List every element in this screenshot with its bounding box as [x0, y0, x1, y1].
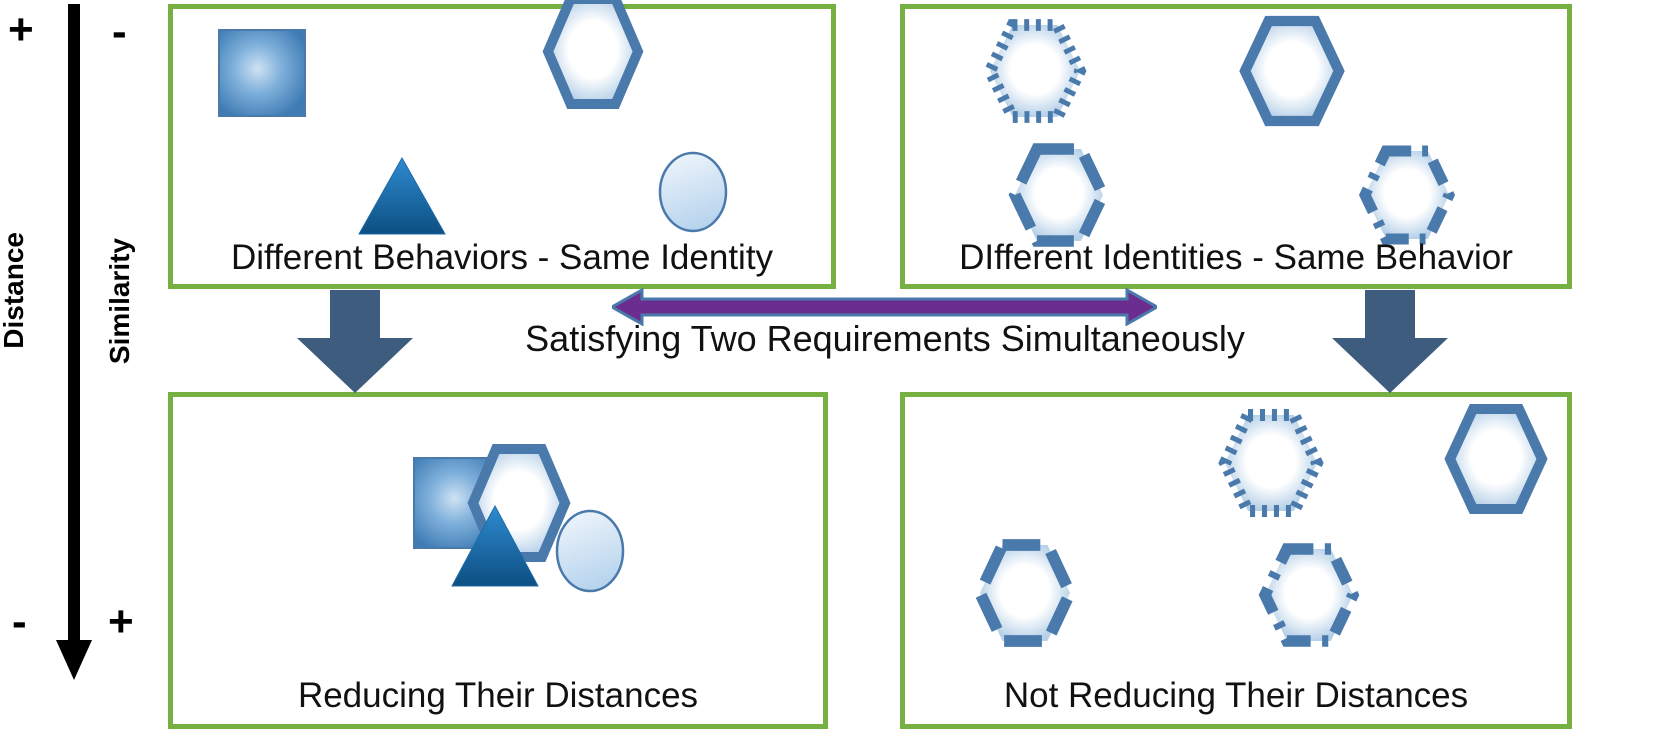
panel-different-identities-same-behavior: DIfferent Identities - Same Behavior [900, 4, 1572, 289]
down-block-arrow-icon-right [1330, 290, 1450, 395]
triangle-shape [358, 156, 446, 235]
hexagon-dashed-shape [973, 539, 1077, 647]
shape-stage-top-left [173, 0, 831, 284]
ellipse-shape [658, 151, 728, 233]
down-arrow-icon [56, 640, 92, 680]
axis-arrow-shaft [68, 4, 80, 649]
axis-area: + - - + Distance Similarity [0, 0, 165, 733]
triangle-shape [451, 504, 539, 587]
similarity-plus-sign: + [108, 597, 134, 646]
hexagon-solid-shape [1444, 403, 1548, 515]
panel-not-reducing-their-distances: Not Reducing Their Distances [900, 392, 1572, 729]
similarity-axis-label: Similarity [104, 238, 135, 365]
square-shape [218, 29, 306, 117]
hexagon-mixed-shape [1258, 543, 1360, 647]
hexagon-mixed-shape [1358, 145, 1456, 245]
panel-caption-top-right: DIfferent Identities - Same Behavior [959, 238, 1513, 277]
hexagon-dotted-shape [983, 19, 1087, 123]
hexagon-shape [542, 0, 644, 109]
panel-caption-bottom-left: Reducing Their Distances [297, 676, 699, 715]
similarity-minus-sign: - [112, 7, 127, 56]
panel-different-behaviors-same-identity: Different Behaviors - Same Identity [168, 0, 836, 289]
down-block-arrow-icon-left [295, 290, 415, 395]
hexagon-dashed-shape [1008, 143, 1110, 247]
shape-stage-bottom-right [905, 397, 1567, 724]
ellipse-shape [555, 509, 625, 593]
distance-minus-sign: - [12, 597, 27, 646]
panel-caption-top-left: Different Behaviors - Same Identity [230, 238, 774, 277]
distance-plus-sign: + [8, 5, 34, 54]
hexagon-dotted-shape [1218, 409, 1324, 517]
shape-stage-top-right [905, 9, 1567, 284]
panel-caption-bottom-right: Not Reducing Their Distances [1003, 676, 1469, 715]
hexagon-solid-shape [1239, 15, 1345, 127]
panel-reducing-their-distances: Reducing Their Distances [168, 392, 828, 729]
middle-caption-text: Satisfying Two Requirements Simultaneous… [525, 318, 1245, 359]
distance-axis-label: Distance [0, 232, 29, 349]
shape-stage-bottom-left [173, 397, 823, 724]
